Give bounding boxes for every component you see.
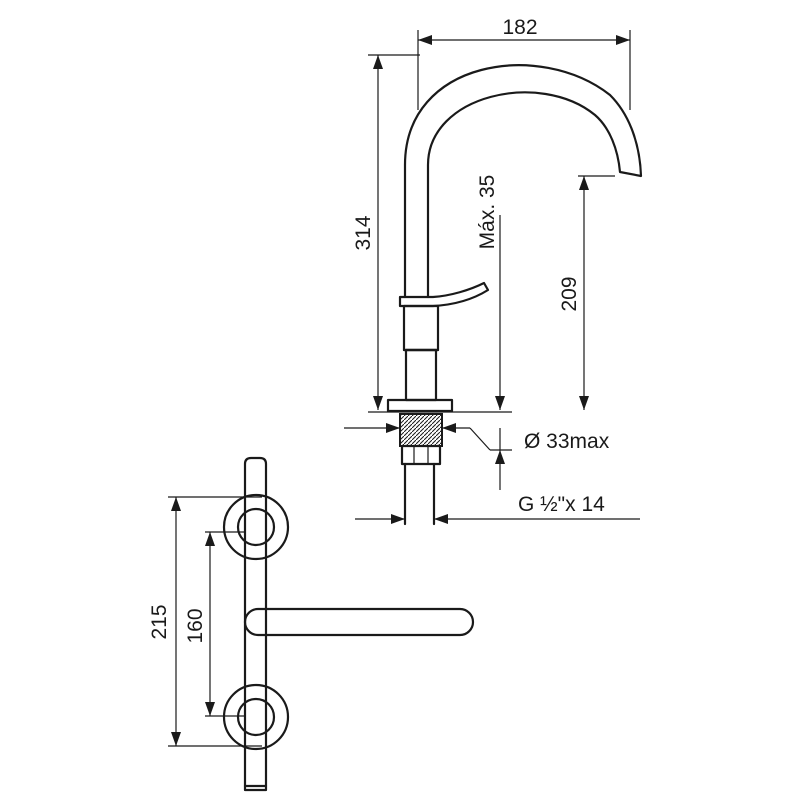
dimension-handle-travel: 160 — [184, 531, 245, 717]
faucet-body — [402, 304, 440, 352]
faucet-stem — [404, 348, 438, 402]
dimension-hole-diameter: Ø 33max — [344, 423, 610, 490]
lower-plate-inner — [236, 697, 276, 737]
dimension-thread: G ½"x 14 — [355, 493, 640, 524]
mounting-nut — [400, 444, 442, 466]
dimension-spout-height: 209 — [558, 175, 615, 410]
base-flange — [386, 398, 454, 413]
max-thickness-label: Máx. 35 — [476, 175, 499, 250]
dimension-max-thickness: Máx. 35 — [476, 175, 505, 410]
horizontal-lever — [243, 607, 475, 637]
hole-diameter-label: Ø 33max — [524, 430, 610, 453]
dimension-height: 314 — [352, 54, 420, 410]
handle-top-view — [222, 456, 475, 792]
dimension-overall-length: 215 — [148, 496, 262, 747]
thread-label: G ½"x 14 — [518, 493, 605, 516]
overall-length-label: 215 — [148, 604, 171, 639]
vertical-shaft — [243, 456, 268, 792]
upper-plate-inner — [236, 507, 276, 547]
reach-label: 182 — [502, 16, 537, 39]
threaded-shank — [399, 413, 443, 447]
faucet-side-view — [368, 64, 643, 526]
lower-plate-outer — [222, 683, 290, 751]
spout-height-label: 209 — [558, 276, 581, 311]
height-label: 314 — [352, 215, 375, 250]
handle-travel-label: 160 — [184, 608, 207, 643]
lever-handle — [398, 281, 490, 308]
gooseneck-spout — [403, 64, 643, 299]
upper-plate-outer — [222, 493, 290, 561]
dimension-reach: 182 — [417, 16, 631, 110]
